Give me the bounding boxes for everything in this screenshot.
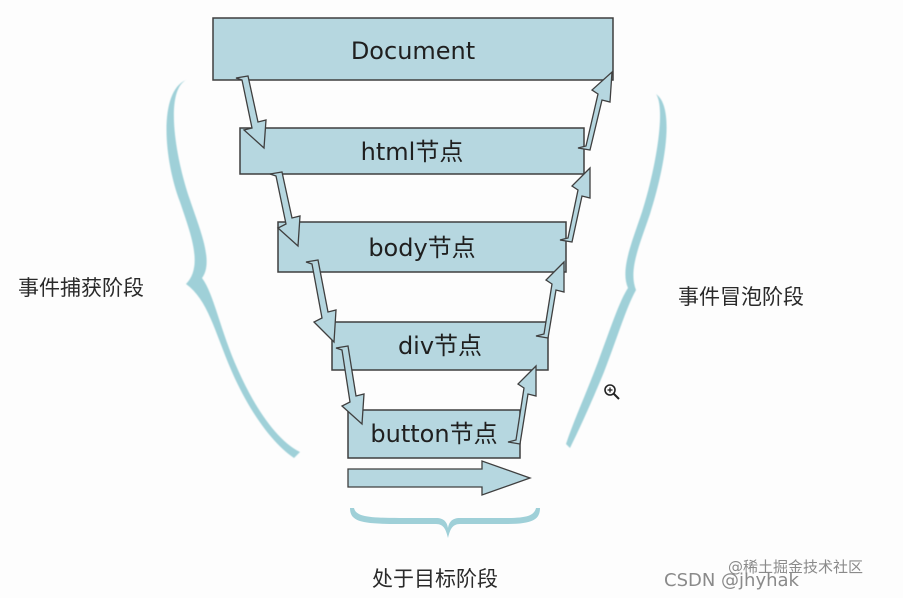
box-button-node	[347, 409, 521, 459]
box-document-node	[212, 17, 614, 81]
capture-arrow-3	[305, 259, 337, 344]
bubble-arrow-1	[507, 364, 537, 445]
bubble-arrow-2	[535, 260, 565, 339]
watermark-csdn: CSDN @jhyhak	[664, 570, 800, 591]
watermark-juejin: @稀土掘金技术社区	[728, 558, 863, 576]
node-label-button: button节点	[370, 420, 497, 448]
target-arrow	[347, 460, 532, 496]
capture-phase-label: 事件捕获阶段	[18, 276, 144, 300]
node-label-body: body节点	[368, 234, 475, 262]
zoom-in-icon	[604, 384, 620, 400]
box-body-node	[277, 221, 567, 273]
node-label-div: div节点	[398, 332, 482, 360]
bubble-arrow-3	[559, 166, 591, 243]
capture-arrow-2	[269, 171, 301, 248]
target-phase-label: 处于目标阶段	[372, 567, 498, 591]
capture-arrow-4	[335, 345, 365, 426]
bubble-arrow-4	[577, 70, 613, 151]
node-label-document: Document	[351, 37, 475, 65]
node-label-html: html节点	[361, 138, 464, 166]
capture-arrow-1	[235, 75, 267, 150]
target-phase-brace	[350, 508, 540, 538]
bubble-phase-label: 事件冒泡阶段	[678, 285, 804, 309]
box-html-node	[239, 127, 585, 175]
box-div-node	[331, 321, 549, 371]
